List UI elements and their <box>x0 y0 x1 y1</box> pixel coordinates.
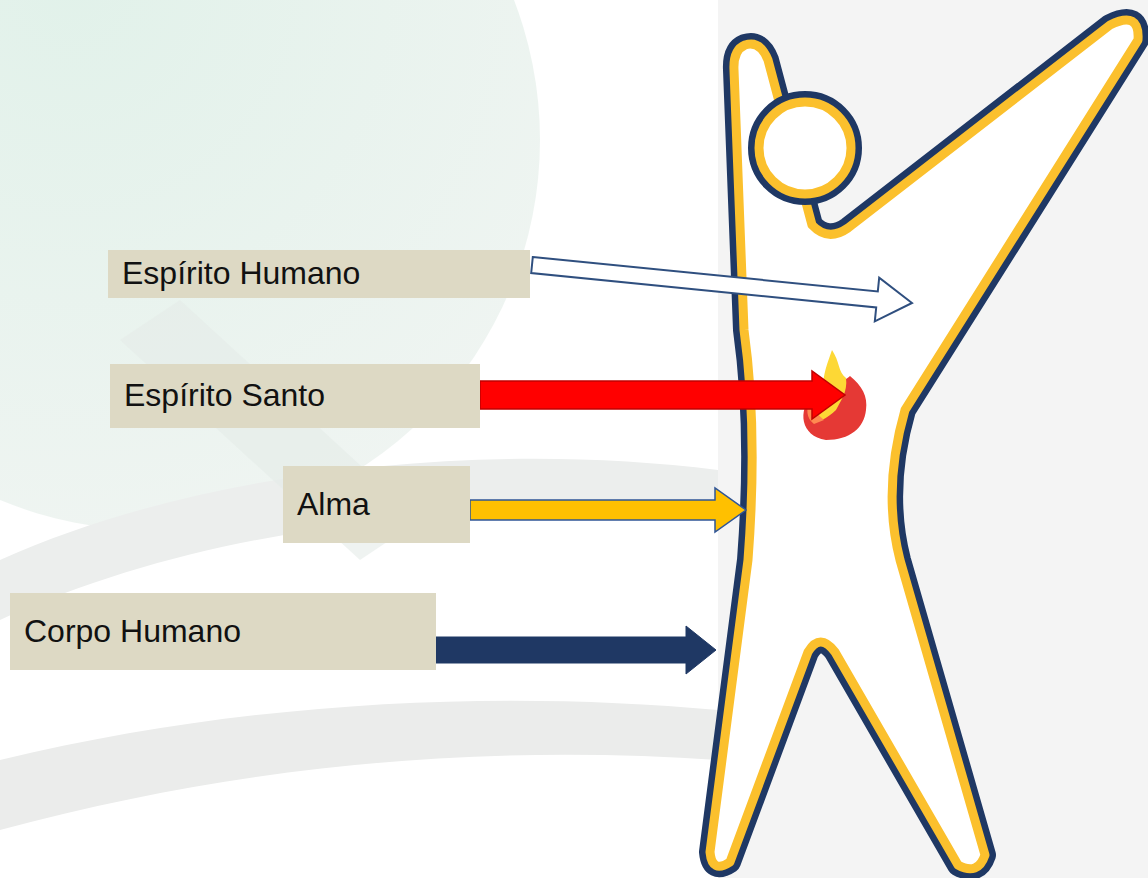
label-text: Alma <box>297 487 370 522</box>
label-box: Espírito Humano <box>108 250 530 298</box>
label-text: Espírito Santo <box>124 378 325 413</box>
pointer-arrow <box>436 626 716 674</box>
human-figure <box>710 20 1138 869</box>
label-box: Alma <box>283 466 470 543</box>
swoosh <box>0 701 718 830</box>
label-box: Espírito Santo <box>110 364 480 428</box>
pointer-arrow <box>531 257 912 321</box>
pointer-arrow <box>480 371 845 419</box>
label-text: Espírito Humano <box>122 256 360 291</box>
label-box: Corpo Humano <box>10 593 436 670</box>
pointer-arrow <box>470 488 746 532</box>
label-text: Corpo Humano <box>24 614 241 649</box>
